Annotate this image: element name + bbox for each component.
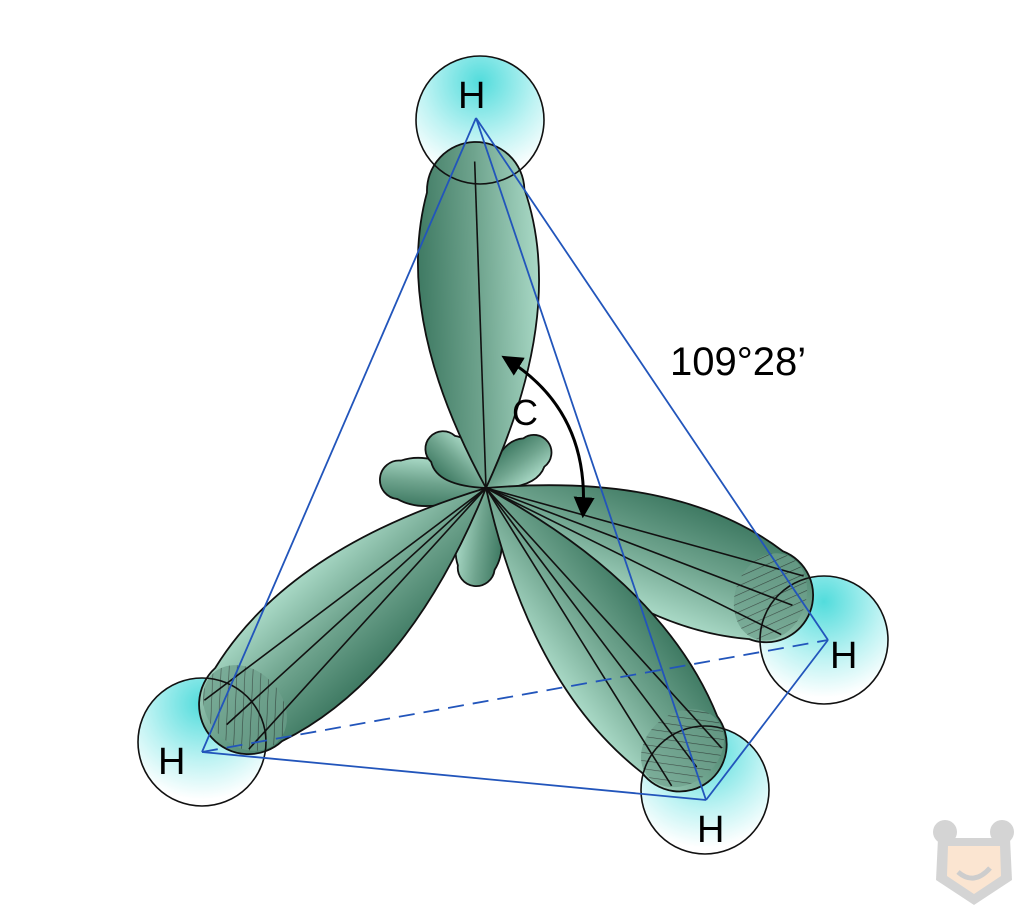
tetrahedron-edge-lb bbox=[201, 639, 829, 753]
hydrogen-label-top: H bbox=[458, 75, 485, 117]
lobe-line bbox=[203, 487, 487, 701]
hydrogen-outlines bbox=[137, 55, 889, 855]
lobe-line bbox=[485, 487, 723, 749]
hydrogen-label-left: H bbox=[158, 741, 185, 783]
hydrogen-outline-bottom bbox=[640, 725, 770, 855]
orbital-lobes bbox=[198, 141, 815, 793]
central-atom-label: C bbox=[512, 392, 538, 433]
tetrahedron-edge-tb bbox=[475, 117, 829, 641]
tetrahedron-edge-lf bbox=[201, 751, 707, 801]
tetrahedron-edge-fb bbox=[705, 639, 829, 801]
lobe-line bbox=[485, 487, 698, 768]
hydrogen-outline-left bbox=[137, 677, 267, 807]
hydrogen-label-right: H bbox=[830, 635, 857, 677]
hydrogen-outline-right bbox=[759, 575, 889, 705]
bond-angle-arrow bbox=[501, 355, 595, 519]
bond-angle-label: 109°28’ bbox=[670, 340, 806, 384]
lobe-line bbox=[473, 161, 487, 489]
tetrahedron-edges bbox=[201, 117, 829, 801]
lobe-back-right bbox=[484, 484, 815, 644]
lobe-line bbox=[485, 487, 673, 787]
hydrogen-outline-top bbox=[415, 55, 545, 185]
lobe-line bbox=[226, 487, 487, 726]
hydrogen-label-bottom: H bbox=[697, 809, 724, 851]
lobe-left bbox=[198, 486, 488, 756]
bear-logo-watermark bbox=[933, 820, 1014, 905]
lobe-line bbox=[248, 487, 487, 750]
tetrahedron-edge-tl bbox=[201, 117, 477, 753]
lobe-front-right bbox=[484, 486, 728, 793]
